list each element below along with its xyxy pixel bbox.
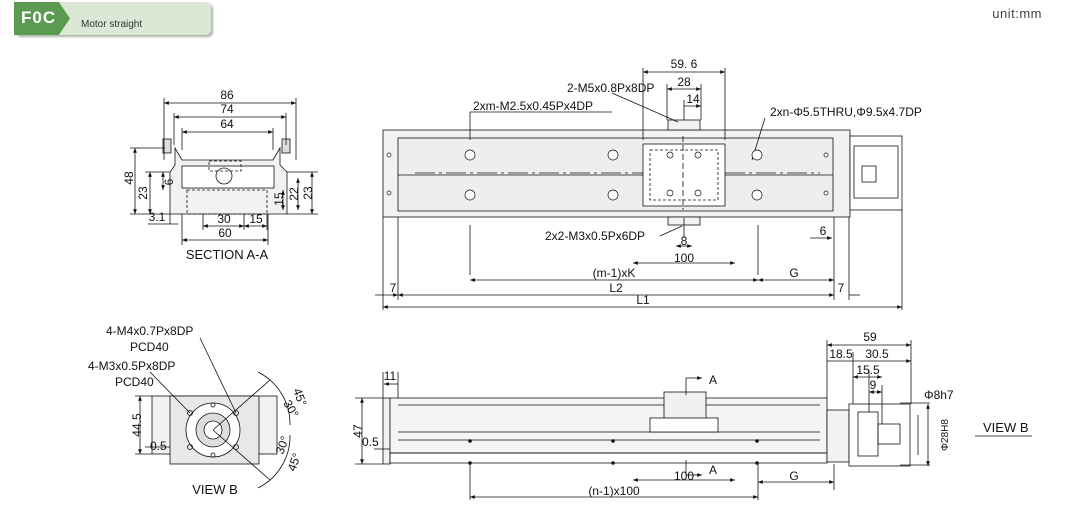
angle-45-top: 45°	[290, 386, 309, 408]
callout-m2-5: 2xm-M2.5x0.45Px4DP	[473, 99, 593, 113]
callout-thru: 2xn-Φ5.5THRU,Φ9.5x4.7DP	[770, 105, 922, 119]
dim-7-right: 7	[838, 281, 845, 295]
dim-18-5: 18.5	[829, 347, 853, 361]
callout-m4: 4-M4x0.7Px8DP	[106, 324, 193, 338]
dim-g: G	[789, 266, 798, 280]
dim-59: 59	[863, 330, 877, 344]
dim-59-6: 59. 6	[671, 57, 698, 71]
callout-m5: 2-M5x0.8Px8DP	[567, 81, 654, 95]
dim-0-5-side: 0.5	[362, 435, 379, 449]
series-code: F0C	[21, 8, 57, 27]
dim-15: 15	[272, 192, 286, 206]
dim-44-5: 44.5	[130, 413, 144, 437]
dim-9: 9	[870, 378, 877, 392]
top-view-labels: 59. 6 28 14 2-M5x0.8Px8DP 2xm-M2.5x0.45P…	[390, 57, 922, 307]
view-b-marker: VIEW B	[983, 420, 1029, 435]
dim-7-left: 7	[390, 281, 397, 295]
dim-phi-28: Φ28H8	[940, 419, 951, 451]
dim-g-side: G	[789, 469, 798, 483]
angle-30-bottom: 30°	[273, 434, 292, 456]
dim-74: 74	[220, 102, 234, 116]
dim-15-5: 15.5	[856, 363, 880, 377]
dim-3-1: 3.1	[149, 210, 166, 224]
dim-phi-8: Φ8h7	[924, 388, 954, 402]
header-title: Motor straight	[81, 19, 143, 30]
section-mark-top: A	[709, 373, 717, 387]
dim-86: 86	[220, 88, 234, 102]
dim-l1: L1	[636, 293, 650, 307]
dim-0-5-view-b: 0.5	[150, 439, 167, 453]
dim-30-5: 30.5	[865, 347, 889, 361]
dim-8: 8	[681, 234, 688, 248]
dim-n-1-100: (n-1)x100	[588, 484, 640, 498]
dim-14: 14	[686, 92, 700, 106]
section-aa-labels: 86 74 64 48 23 6 15 22 23 3.1 30 15 60 S…	[122, 88, 315, 262]
view-b-caption: VIEW B	[192, 482, 238, 497]
section-aa-view	[130, 98, 318, 245]
dim-100: 100	[674, 251, 694, 265]
dim-100-side: 100	[674, 469, 694, 483]
dim-6-top: 6	[820, 224, 827, 238]
dim-m-1-k: (m-1)xK	[593, 266, 636, 280]
callout-pcd-2: PCD40	[115, 375, 154, 389]
angle-45-bottom: 45°	[285, 451, 304, 473]
section-aa-caption: SECTION A-A	[186, 247, 269, 262]
top-view-holes	[386, 149, 829, 201]
dim-23-right: 23	[301, 186, 315, 200]
dim-l2: L2	[609, 281, 623, 295]
dim-48: 48	[122, 171, 136, 185]
dim-22: 22	[287, 187, 301, 201]
dim-11: 11	[384, 369, 397, 383]
side-view-labels: 11 47 0.5 59 18.5 30.5 15.5 9 Φ8h7 Φ28H8…	[351, 330, 1029, 498]
dim-6: 6	[162, 178, 176, 185]
dim-23: 23	[136, 186, 150, 200]
dim-64: 64	[220, 117, 234, 131]
dim-30: 30	[217, 212, 231, 226]
callout-m3-view-b: 4-M3x0.5Px8DP	[88, 359, 175, 373]
dim-60: 60	[218, 226, 232, 240]
unit-label: unit:mm	[992, 6, 1042, 21]
callout-m3: 2x2-M3x0.5Px6DP	[545, 229, 645, 243]
view-b-labels: 4-M4x0.7Px8DP PCD40 4-M3x0.5Px8DP PCD40 …	[88, 324, 310, 497]
header-badge: F0C Motor straight	[14, 2, 214, 38]
series-tab	[14, 2, 70, 35]
side-view-holes	[468, 439, 759, 465]
dim-15-bottom: 15	[249, 212, 263, 226]
view-b	[135, 337, 291, 489]
dim-28: 28	[677, 75, 691, 89]
dim-47: 47	[351, 424, 365, 438]
section-mark-bottom: A	[709, 463, 717, 477]
side-view	[355, 340, 1032, 500]
callout-pcd-1: PCD40	[130, 340, 169, 354]
